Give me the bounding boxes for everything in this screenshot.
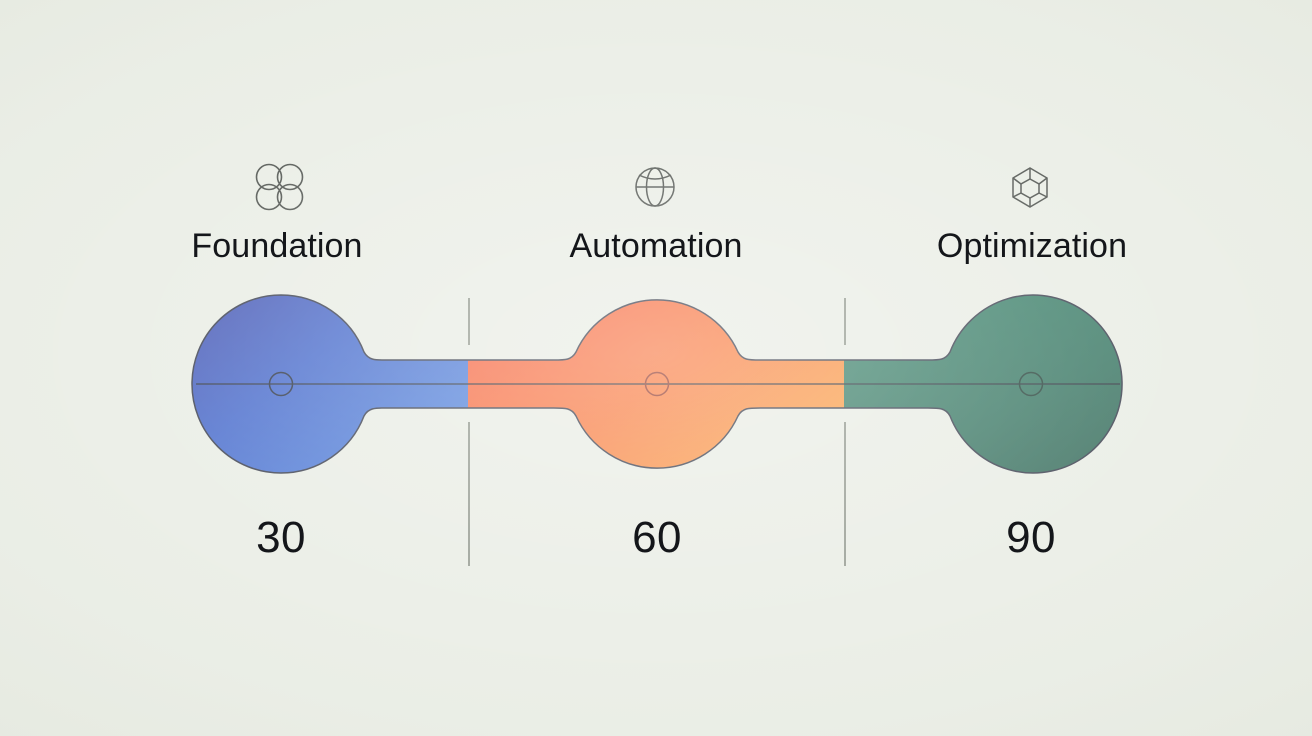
node-marker-optimization[interactable] <box>1018 371 1044 397</box>
four-circles-icon <box>255 163 304 211</box>
node-marker-foundation[interactable] <box>268 371 294 397</box>
divider-group <box>468 298 846 566</box>
phase-number-foundation: 30 <box>256 513 306 562</box>
segment-foundation-fill <box>192 295 468 474</box>
phase-label-automation: Automation <box>569 227 743 265</box>
node-marker-automation[interactable] <box>644 371 670 397</box>
hex-cube-icon <box>1012 167 1048 208</box>
phase-number-automation: 60 <box>632 513 682 562</box>
phase-label-foundation: Foundation <box>191 227 363 265</box>
globe-icon <box>635 167 675 207</box>
segment-automation-fill <box>468 295 844 474</box>
phase-label-optimization: Optimization <box>936 227 1128 265</box>
phase-number-optimization: 90 <box>1006 513 1056 562</box>
